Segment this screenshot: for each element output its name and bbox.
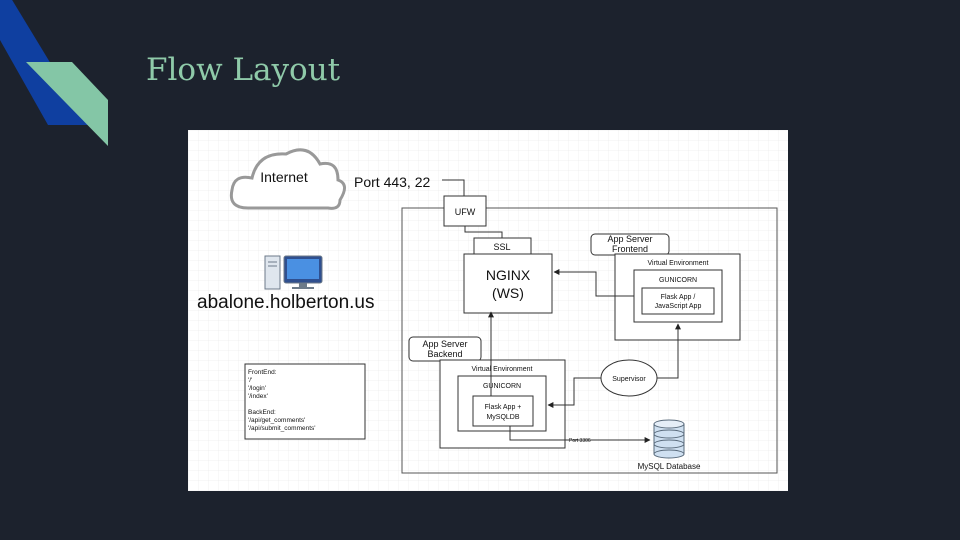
routes-list: FrontEnd:'/''/login''/index'BackEnd:'/ap…: [248, 369, 316, 432]
frontend-to-nginx-arrow: [553, 269, 634, 297]
domain-label: abalone.holberton.us: [197, 292, 374, 313]
db-port-label: Port 3306: [569, 438, 591, 444]
port-label: Port 443, 22: [354, 174, 430, 190]
backend-app-box: [472, 395, 534, 427]
nginx-sublabel: (WS): [492, 285, 524, 301]
backend-server-sublabel: Backend: [427, 349, 462, 359]
frontend-server-label: App Server: [607, 234, 652, 244]
nginx-box: [463, 253, 553, 314]
supervisor-label: Supervisor: [612, 376, 646, 383]
server-boundary: [401, 207, 778, 474]
route-line: FrontEnd:: [248, 369, 277, 376]
ssl-label: SSL: [493, 242, 510, 252]
supervisor-to-frontend-arrow: [657, 323, 681, 379]
internet-to-ufw-line: [442, 179, 465, 196]
frontend-app-label: Flask App /: [661, 294, 696, 301]
supervisor-to-backend-arrow: [547, 377, 601, 408]
ufw-label: UFW: [455, 207, 476, 217]
route-line: BackEnd:: [248, 409, 276, 416]
nginx-label: NGINX: [486, 267, 531, 283]
backend-app-sublabel: MySQLDB: [486, 414, 519, 421]
route-line: '/login': [248, 385, 266, 392]
database-icon: [653, 419, 685, 459]
slide-title: Flow Layout: [146, 52, 341, 88]
internet-cloud-icon: [229, 148, 346, 210]
internet-label: Internet: [260, 169, 308, 185]
flow-diagram: Internet Port 443, 22 UFW SSL NGINX (WS)…: [188, 130, 788, 491]
computer-icon: [264, 255, 323, 290]
route-line: '/api/submit_comments': [248, 425, 316, 432]
routes-box: [244, 363, 366, 440]
ufw-to-ssl-line: [464, 226, 503, 238]
frontend-app-sublabel: JavaScript App: [655, 303, 702, 310]
backend-server-label: App Server: [422, 339, 467, 349]
frontend-server-sublabel: Frontend: [612, 244, 648, 254]
backend-app-label: Flask App +: [485, 404, 522, 411]
green-stripe-shape: [26, 62, 108, 146]
backend-venv-label: Virtual Environment: [472, 366, 533, 373]
route-line: '/': [248, 377, 252, 384]
backend-to-db-arrow: [509, 426, 651, 443]
route-line: '/api/get_comments': [248, 417, 305, 424]
database-label: MySQL Database: [638, 462, 701, 471]
route-line: '/index': [248, 393, 268, 400]
corner-decoration: [0, 0, 108, 146]
backend-gunicorn-label: GUNICORN: [483, 383, 521, 390]
frontend-app-box: [641, 287, 715, 315]
frontend-venv-label: Virtual Environment: [648, 260, 709, 267]
frontend-gunicorn-label: GUNICORN: [659, 277, 697, 284]
